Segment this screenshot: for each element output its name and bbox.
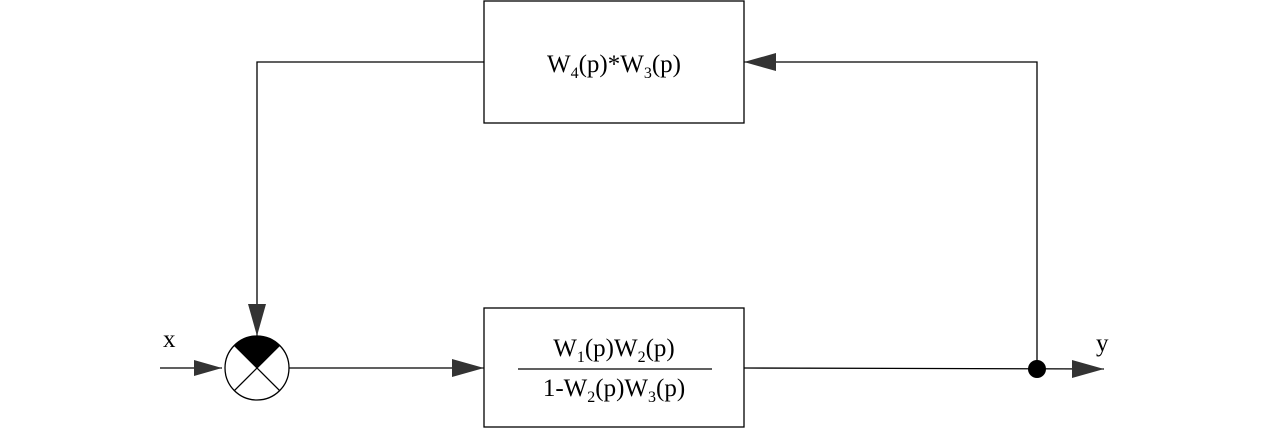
- forward-output-line: [743, 367, 1105, 370]
- input-label-x: x: [163, 326, 176, 353]
- summing-junction: [224, 335, 290, 401]
- forward-input-arrow-head: [452, 359, 484, 377]
- forward-block: [483, 307, 745, 428]
- feedback-up-line: [744, 61, 1038, 369]
- feedback-return-line: [256, 61, 484, 336]
- output-arrow-head: [1072, 360, 1104, 378]
- feedback-block: [483, 0, 745, 124]
- forward-block-denominator: 1-W2(p)W3(p): [543, 375, 685, 406]
- input-arrow-head: [194, 360, 222, 376]
- forward-block-numerator: W1(p)W2(p): [553, 335, 675, 366]
- output-label-y: y: [1096, 330, 1109, 357]
- feedback-input-arrow-head: [744, 53, 776, 71]
- feedback-block-label: W4(p)*W3(p): [547, 51, 681, 82]
- feedback-sum-arrow-head: [248, 304, 266, 336]
